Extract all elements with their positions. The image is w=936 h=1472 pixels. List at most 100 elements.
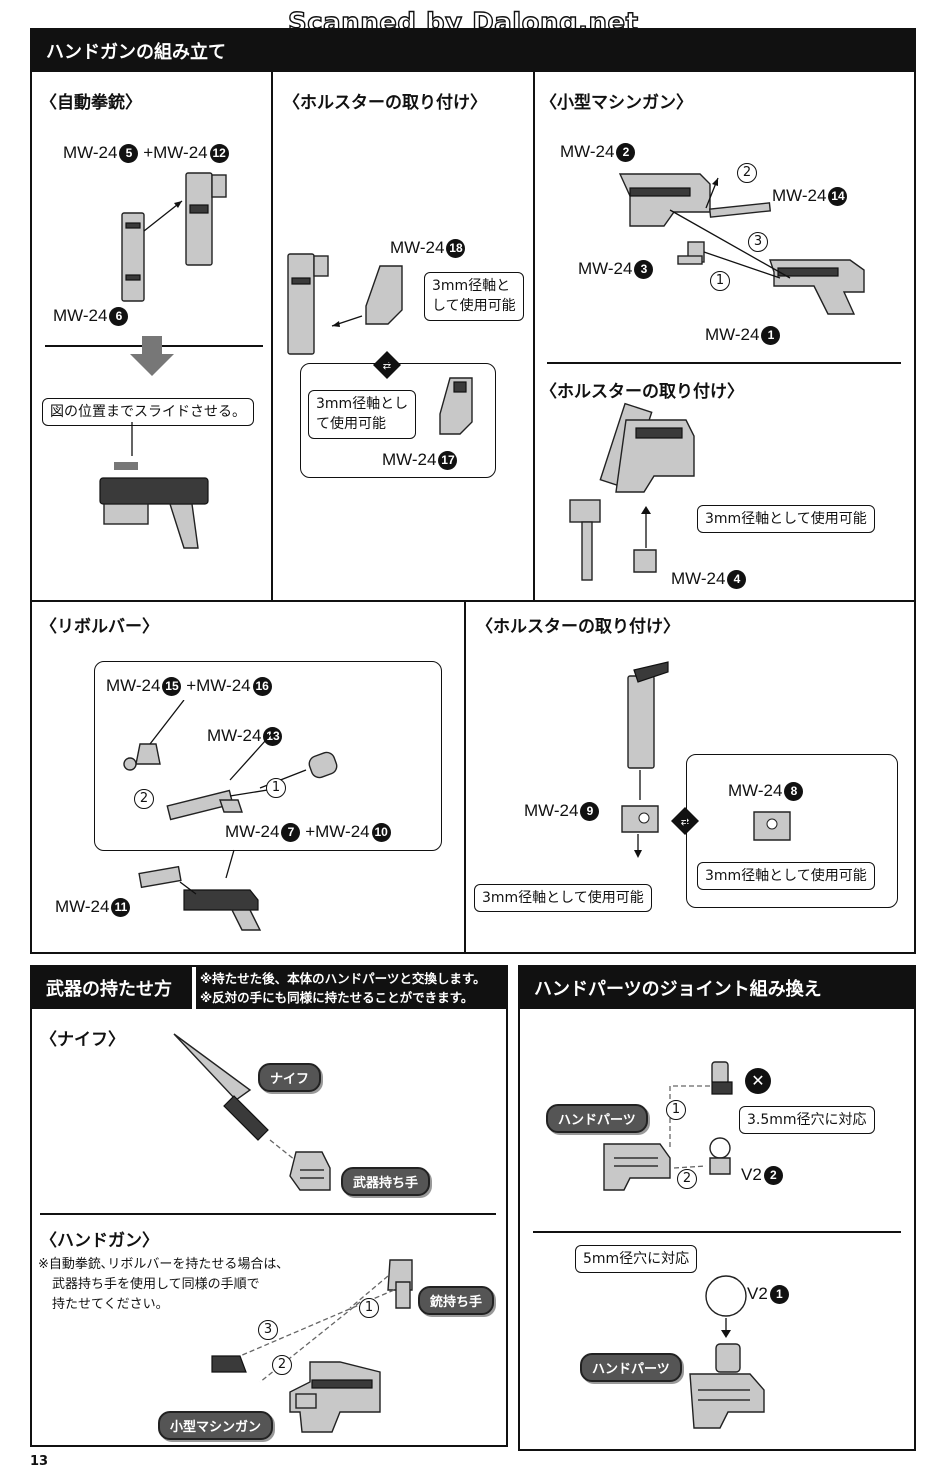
gun-hand-pill: 銃持ち手 xyxy=(418,1286,495,1315)
holster-callout-a: 3mm径軸と して使用可能 xyxy=(424,272,524,321)
section-title: ハンドパーツのジョイント組み換え xyxy=(534,979,822,1000)
divider xyxy=(533,72,535,600)
callout-line: 3mm径軸とし て使用可能 xyxy=(316,396,409,433)
revolver-title: 〈リボルバー〉 xyxy=(40,617,159,637)
part-number: 7 xyxy=(281,823,301,843)
step-2: 2 xyxy=(677,1169,697,1189)
step-2: 2 xyxy=(737,163,757,183)
assembled-pistol-illustration xyxy=(99,422,209,549)
part-number: 3 xyxy=(634,260,654,280)
part-number: 1 xyxy=(769,1285,789,1305)
smg-title: 〈小型マシンガン〉 xyxy=(540,93,693,113)
section-header: 武器の持たせ方 xyxy=(32,967,192,1009)
part-number: 10 xyxy=(371,823,391,843)
part-number: 2 xyxy=(616,143,636,163)
gun-hand-illustration xyxy=(211,1259,413,1433)
part-number: 6 xyxy=(109,307,129,327)
weapon-holding-panel xyxy=(30,965,508,1447)
holster-callout-b: 3mm径軸とし て使用可能 xyxy=(308,390,417,439)
holster-callout-b: 3mm径軸として使用可能 xyxy=(697,862,875,891)
part-number: 16 xyxy=(252,677,272,697)
holster-alt-box xyxy=(300,363,496,478)
divider xyxy=(464,600,466,952)
part-number: 4 xyxy=(727,570,747,590)
step-3: 3 xyxy=(748,232,768,252)
handgun-hold-note: ※自動拳銃､リボルバーを持たせる場合は､ 武器持ち手を使用して同様の手順で 持た… xyxy=(38,1257,283,1313)
svg-text:⇄: ⇄ xyxy=(681,817,689,828)
divider xyxy=(40,1213,496,1215)
section-header: ハンドガンの組み立て xyxy=(32,30,914,72)
step-3: 3 xyxy=(258,1320,278,1340)
part-number: 2 xyxy=(763,1166,783,1186)
slide-note-callout: 図の位置までスライドさせる。 xyxy=(42,398,254,427)
part-number: 12 xyxy=(209,144,229,164)
holster-part-illustration xyxy=(439,377,473,435)
handgun-hold-title: 〈ハンドガン〉 xyxy=(40,1231,159,1251)
hand-parts-pill: ハンドパーツ xyxy=(546,1104,648,1133)
note-line: ※持たせた後、本体のハンドパーツと交換します。 xyxy=(200,971,486,986)
page-number: 13 xyxy=(30,1454,49,1469)
holster-callout-a: 3mm径軸として使用可能 xyxy=(474,884,652,913)
step-1: 1 xyxy=(666,1100,686,1120)
part-number: 11 xyxy=(111,898,131,918)
svg-text:⇄: ⇄ xyxy=(383,361,391,372)
callout-line: 3mm径軸と して使用可能 xyxy=(432,278,516,315)
hand-parts-pill: ハンドパーツ xyxy=(580,1353,682,1382)
step-1: 1 xyxy=(266,778,286,798)
step-2: 2 xyxy=(134,789,154,809)
knife-title: 〈ナイフ〉 xyxy=(40,1030,125,1050)
knife-pill: ナイフ xyxy=(258,1063,322,1092)
swap-icon: ⇄ xyxy=(373,351,401,379)
auto-pistol-parts-illustration xyxy=(121,172,227,302)
note-line: ※反対の手にも同様に持たせることができます。 xyxy=(200,989,474,1005)
divider xyxy=(271,72,273,600)
part-number: 13 xyxy=(263,727,283,747)
smg-parts-illustration xyxy=(618,173,865,315)
smg-pill: 小型マシンガン xyxy=(158,1411,274,1440)
part-number: 5 xyxy=(119,144,139,164)
assembled-revolver-illustration xyxy=(138,849,262,931)
divider xyxy=(31,600,915,602)
revolver-parts-illustration xyxy=(123,700,338,821)
revolver-holster-illustration xyxy=(621,661,669,858)
swap-icon: ⇄ xyxy=(671,807,699,835)
cross-icon: ✕ xyxy=(745,1068,771,1094)
hole-5-callout: 5mm径穴に対応 xyxy=(575,1245,698,1274)
hole-35-callout: 3.5mm径穴に対応 xyxy=(739,1106,875,1135)
revolver-parts-box xyxy=(94,661,442,851)
divider xyxy=(533,1231,901,1233)
holster-part-illustration xyxy=(753,811,791,841)
divider xyxy=(547,362,901,364)
weapon-hand-pill: 武器持ち手 xyxy=(341,1167,431,1196)
holster-title: 〈ホルスターの取り付け〉 xyxy=(476,617,680,637)
section-title: ハンドガンの組み立て xyxy=(46,42,226,63)
part-number: 18 xyxy=(446,239,466,259)
holster-title: 〈ホルスターの取り付け〉 xyxy=(540,382,744,402)
hand-joint-35-illustration xyxy=(603,1061,733,1191)
smg-holster-callout: 3mm径軸として使用可能 xyxy=(697,505,875,534)
part-number: 15 xyxy=(162,677,182,697)
knife-illustration xyxy=(173,1033,331,1191)
part-number: 8 xyxy=(784,782,804,802)
step-2: 2 xyxy=(272,1355,292,1375)
section-header: ハンドパーツのジョイント組み換え xyxy=(520,967,914,1009)
holster-assembly-illustration xyxy=(287,253,403,355)
smg-holster-illustration xyxy=(569,402,695,581)
holster-title: 〈ホルスターの取り付け〉 xyxy=(283,93,487,113)
auto-pistol-title: 〈自動拳銃〉 xyxy=(40,93,142,113)
